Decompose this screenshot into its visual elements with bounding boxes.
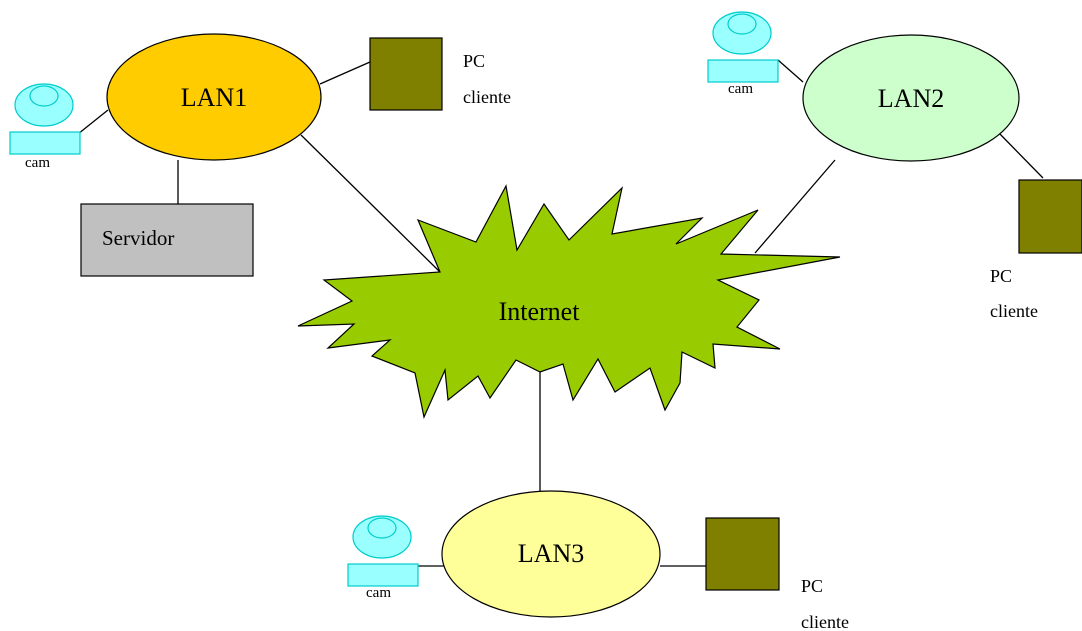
- pc-box: [1018, 179, 1082, 254]
- link-lan1-pc: [319, 61, 371, 85]
- lan3-label: LAN3: [518, 539, 584, 568]
- cam-lan2: cam: [707, 11, 779, 97]
- connections: [77, 59, 1044, 567]
- pc-client-lan3: PC cliente: [705, 517, 849, 631]
- server-node: Servidor: [80, 203, 254, 277]
- lan1-label: LAN1: [181, 83, 247, 112]
- lan3-ellipse: [441, 490, 661, 618]
- lan1-node: LAN1: [106, 33, 322, 161]
- link-lan2-cam: [777, 59, 804, 83]
- pc-label-line2: cliente: [801, 612, 849, 631]
- webcam-icon: [707, 11, 779, 83]
- pc-box: [369, 37, 443, 111]
- cam-label: cam: [25, 155, 50, 171]
- internet-shape: [297, 184, 841, 419]
- server-label: Servidor: [102, 226, 174, 250]
- cam-lan3: cam: [347, 515, 419, 601]
- lan2-node: LAN2: [802, 34, 1020, 162]
- lan3-node: LAN3: [441, 490, 661, 618]
- pc-label-line2: cliente: [990, 301, 1038, 321]
- link-lan1-internet: [300, 134, 441, 273]
- lan2-ellipse: [802, 34, 1020, 162]
- link-lan2-internet: [754, 159, 836, 254]
- webcam-icon: [347, 515, 419, 587]
- pc-box: [705, 517, 780, 591]
- link-lan2-pc: [997, 131, 1044, 179]
- pc-label-line2: cliente: [463, 87, 511, 107]
- pc-client-lan2: PC cliente: [990, 179, 1082, 321]
- cam-label: cam: [728, 81, 753, 97]
- lan1-ellipse: [106, 33, 322, 161]
- pc-label-line1: PC: [463, 51, 485, 71]
- cam-label: cam: [366, 585, 391, 601]
- cam-lan1: cam: [9, 83, 81, 171]
- pc-label-line1: PC: [990, 266, 1012, 286]
- lan2-label: LAN2: [878, 84, 944, 113]
- pc-client-lan1: PC cliente: [369, 37, 511, 111]
- server-box: [80, 203, 254, 277]
- internet-label: Internet: [499, 297, 581, 326]
- internet-cloud: Internet: [297, 184, 841, 419]
- pc-label-line1: PC: [801, 576, 823, 596]
- link-lan1-cam: [77, 109, 109, 135]
- webcam-icon: [9, 83, 81, 155]
